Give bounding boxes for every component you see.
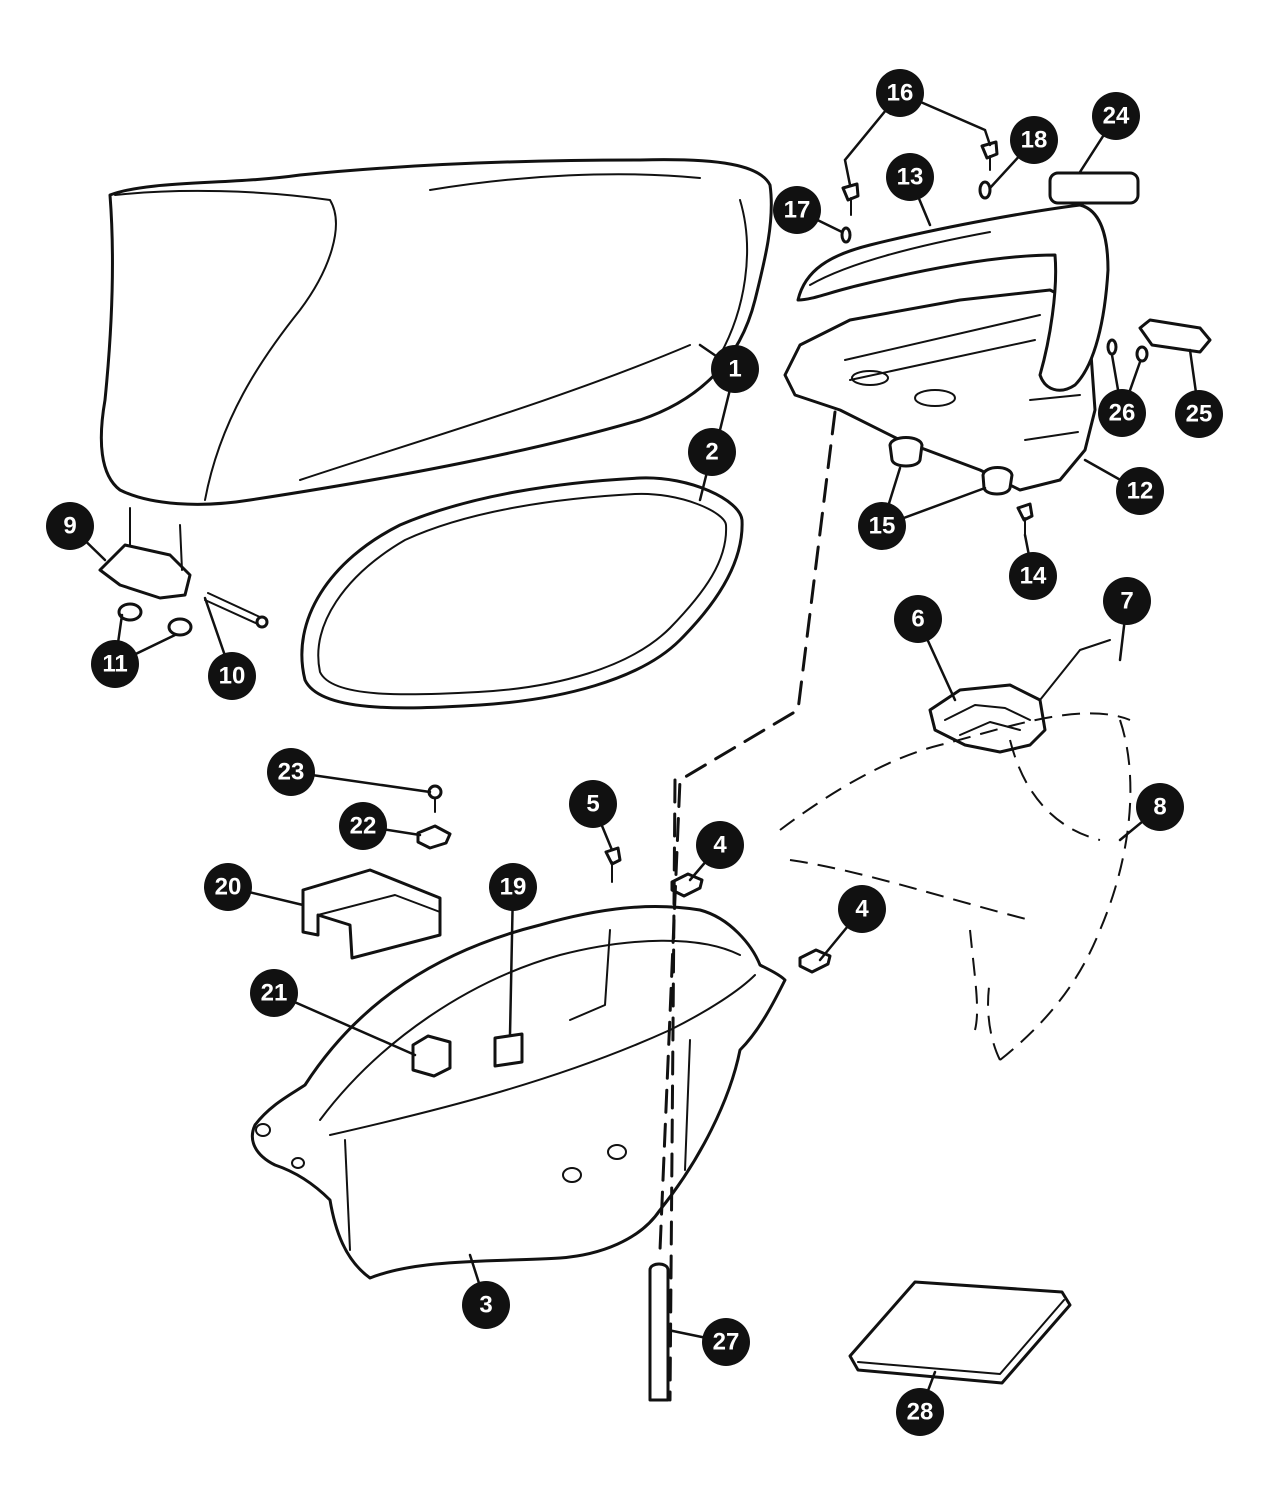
callout-18: 18 <box>1010 116 1058 164</box>
callout-15: 15 <box>858 502 906 550</box>
callout-25: 25 <box>1175 390 1223 438</box>
callout-10: 10 <box>208 652 256 700</box>
callout-20-label: 20 <box>215 874 242 901</box>
callout-5: 5 <box>569 780 617 828</box>
callout-21: 21 <box>250 969 298 1017</box>
callout-8: 8 <box>1136 783 1184 831</box>
callout-1-label: 1 <box>728 356 741 383</box>
clip-part-a <box>670 872 704 898</box>
callout-20: 20 <box>204 863 252 911</box>
callout-4b-label: 4 <box>855 896 869 923</box>
callout-19: 19 <box>489 863 537 911</box>
callout-26-label: 26 <box>1109 400 1136 427</box>
rubber-bumper-part <box>888 436 1014 496</box>
callout-7: 7 <box>1103 577 1151 625</box>
callout-3-label: 3 <box>479 1292 492 1319</box>
callout-4a-label: 4 <box>713 832 727 859</box>
callout-27: 27 <box>702 1318 750 1366</box>
callout-13-label: 13 <box>897 164 924 191</box>
callout-17: 17 <box>773 186 821 234</box>
callout-12: 12 <box>1116 467 1164 515</box>
owner-manual-part <box>848 1280 1072 1385</box>
callout-14-label: 14 <box>1020 563 1047 590</box>
hinge-part <box>98 507 192 600</box>
drain-tube-part <box>648 1262 670 1402</box>
callout-22: 22 <box>339 802 387 850</box>
bushing-part <box>117 602 193 637</box>
callout-25-label: 25 <box>1186 401 1213 428</box>
emblem-part <box>1048 171 1140 205</box>
callout-11: 11 <box>91 640 139 688</box>
callout-4a: 4 <box>696 821 744 869</box>
callout-16-label: 16 <box>887 80 914 107</box>
callout-24-label: 24 <box>1103 103 1130 130</box>
callout-9-label: 9 <box>63 513 76 540</box>
washer-part <box>840 180 992 244</box>
callout-24: 24 <box>1092 92 1140 140</box>
callout-26: 26 <box>1098 389 1146 437</box>
carrier-screw-part <box>1016 502 1034 536</box>
callout-27-label: 27 <box>713 1329 740 1356</box>
callout-9: 9 <box>46 502 94 550</box>
callout-22-label: 22 <box>350 813 377 840</box>
callout-28-label: 28 <box>907 1399 934 1426</box>
assembly-dashed-lines <box>658 410 837 1402</box>
reflector-part <box>1138 318 1212 354</box>
callout-6: 6 <box>894 595 942 643</box>
rear-carrier-base-part <box>783 288 1097 492</box>
label-part <box>493 1032 524 1068</box>
small-screw-part <box>427 784 443 813</box>
reflector-nut-part <box>1106 338 1149 363</box>
callout-2-label: 2 <box>705 439 718 466</box>
callout-10-label: 10 <box>219 663 246 690</box>
hinge-pin-part <box>204 592 269 629</box>
callout-16: 16 <box>876 69 924 117</box>
callout-13: 13 <box>886 153 934 201</box>
storage-bin-part <box>250 905 787 1280</box>
callout-1: 1 <box>711 345 759 393</box>
seat-gasket-part <box>300 476 744 710</box>
grab-rail-part <box>796 203 1110 392</box>
callout-17-label: 17 <box>784 197 811 224</box>
callout-2: 2 <box>688 428 736 476</box>
callout-8-label: 8 <box>1153 794 1166 821</box>
callout-21-label: 21 <box>261 980 288 1007</box>
callout-4b: 4 <box>838 885 886 933</box>
callout-11-label: 11 <box>102 651 127 678</box>
callout-23-label: 23 <box>278 759 305 786</box>
callout-19-label: 19 <box>500 874 527 901</box>
sponge-part <box>411 1034 452 1078</box>
callout-5-label: 5 <box>586 791 599 818</box>
nut-clip-part <box>416 824 452 850</box>
callout-18-label: 18 <box>1021 127 1048 154</box>
callout-15-label: 15 <box>869 513 896 540</box>
callout-6-label: 6 <box>911 606 924 633</box>
frame-outline <box>779 712 1132 1061</box>
callout-14: 14 <box>1009 552 1057 600</box>
seat-latch-part <box>928 639 1111 754</box>
bolt-part <box>841 140 999 216</box>
screw-part <box>604 846 622 883</box>
callout-23: 23 <box>267 748 315 796</box>
callout-3: 3 <box>462 1281 510 1329</box>
bracket-part <box>301 868 442 960</box>
callout-28: 28 <box>896 1388 944 1436</box>
callout-12-label: 12 <box>1127 478 1154 505</box>
callout-7-label: 7 <box>1120 588 1133 615</box>
seat-part <box>99 158 773 506</box>
